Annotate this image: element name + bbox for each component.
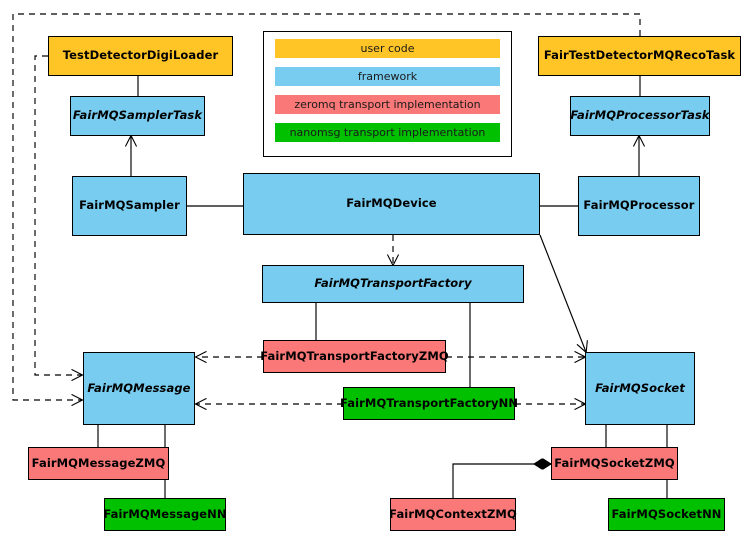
legend-label-user-code: user code bbox=[360, 42, 415, 55]
legend-row-framework: framework bbox=[275, 67, 500, 86]
edge-device-to-socket bbox=[539, 234, 586, 352]
legend-row-zeromq: zeromq transport implementation bbox=[275, 95, 500, 114]
class-box-fairmqprocessortask[interactable]: FairMQProcessorTask bbox=[570, 96, 710, 136]
legend-label-zeromq: zeromq transport implementation bbox=[294, 98, 481, 111]
class-box-fairmqsocketzmq[interactable]: FairMQSocketZMQ bbox=[551, 447, 678, 480]
class-box-label: FairTestDetectorMQRecoTask bbox=[543, 48, 736, 63]
class-box-testdetectordigiloader[interactable]: TestDetectorDigiLoader bbox=[48, 36, 233, 76]
class-box-fairmqtransportfactoryzmq[interactable]: FairMQTransportFactoryZMQ bbox=[260, 340, 449, 373]
class-box-fairmqtransportfactory[interactable]: FairMQTransportFactory bbox=[262, 265, 524, 303]
class-box-label: TestDetectorDigiLoader bbox=[62, 48, 219, 63]
class-box-label: FairMQSocket bbox=[595, 380, 685, 395]
class-box-fairmqmessagenn[interactable]: FairMQMessageNN bbox=[103, 498, 227, 531]
class-box-label: FairMQDevice bbox=[346, 196, 437, 211]
class-box-fairmqsamplertask[interactable]: FairMQSamplerTask bbox=[70, 96, 205, 136]
class-box-fairmqdevice[interactable]: FairMQDevice bbox=[243, 173, 540, 235]
class-box-label: FairMQTransportFactoryNN bbox=[339, 395, 519, 410]
class-box-fairmqprocessor[interactable]: FairMQProcessor bbox=[578, 176, 700, 236]
class-box-fairmqtransportfactorynn[interactable]: FairMQTransportFactoryNN bbox=[339, 387, 519, 420]
class-box-fairmqmessagezmq[interactable]: FairMQMessageZMQ bbox=[28, 447, 169, 480]
legend-panel: user code framework zeromq transport imp… bbox=[263, 31, 512, 157]
class-box-label: FairMQTransportFactoryZMQ bbox=[260, 348, 449, 363]
class-box-fairmqcontextzmq[interactable]: FairMQContextZMQ bbox=[389, 498, 517, 531]
class-box-fairmqsocket[interactable]: FairMQSocket bbox=[585, 352, 695, 425]
legend-label-nanomsg: nanomsg transport implementation bbox=[289, 126, 486, 139]
class-box-fairtestdetectormqrecotask[interactable]: FairTestDetectorMQRecoTask bbox=[538, 36, 741, 76]
legend-label-framework: framework bbox=[357, 70, 418, 83]
class-box-label: FairMQMessageNN bbox=[103, 506, 227, 521]
class-box-label: FairMQSocketZMQ bbox=[554, 455, 675, 470]
class-box-label: FairMQMessageZMQ bbox=[31, 455, 166, 470]
class-box-label: FairMQSamplerTask bbox=[72, 108, 203, 123]
class-box-label: FairMQProcessorTask bbox=[570, 108, 710, 123]
class-box-fairmqsampler[interactable]: FairMQSampler bbox=[72, 176, 187, 236]
legend-row-nanomsg: nanomsg transport implementation bbox=[275, 123, 500, 142]
class-box-label: FairMQProcessor bbox=[583, 198, 695, 213]
legend-row-user-code: user code bbox=[275, 39, 500, 58]
class-box-label: FairMQMessage bbox=[87, 380, 191, 395]
class-box-label: FairMQSampler bbox=[79, 198, 180, 213]
edge-contextzmq-to-socketzmq bbox=[452, 464, 551, 498]
class-box-label: FairMQTransportFactory bbox=[314, 276, 472, 291]
class-box-fairmqmessage[interactable]: FairMQMessage bbox=[83, 352, 195, 425]
class-box-label: FairMQContextZMQ bbox=[389, 506, 517, 521]
class-box-fairmqsocketnn[interactable]: FairMQSocketNN bbox=[608, 498, 725, 531]
class-box-label: FairMQSocketNN bbox=[611, 506, 722, 521]
